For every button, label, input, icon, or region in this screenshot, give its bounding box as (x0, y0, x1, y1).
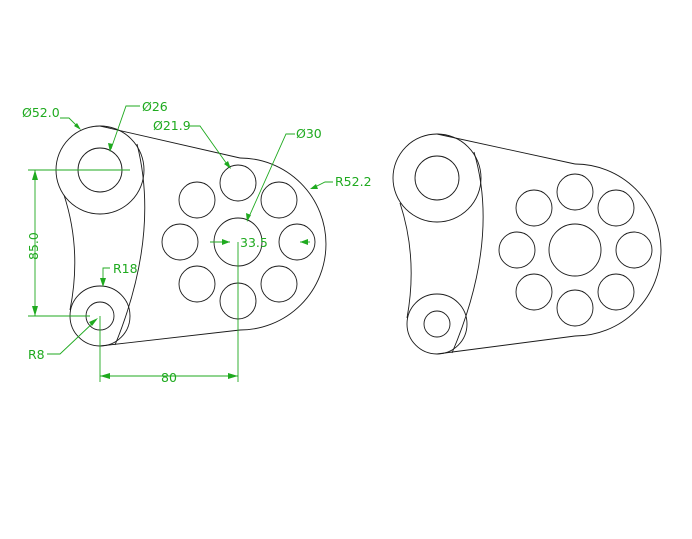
right-hole-top-left (515, 189, 553, 227)
dim-rad-8: R8 (28, 318, 98, 362)
dim-rad-8-text: R8 (28, 347, 45, 362)
dim-dia-52: Ø52.0 (22, 105, 81, 130)
dim-33-5: 33.5 (210, 235, 310, 250)
left-concave-edge (63, 194, 76, 311)
dim-rad-18: R18 (100, 261, 138, 287)
right-inner-concave-edge (451, 151, 484, 354)
top-edge (99, 125, 241, 159)
dim-33-5-text: 33.5 (240, 235, 268, 250)
right-hole-left (498, 231, 536, 269)
small-hole-top-right (260, 181, 298, 219)
dim-dia-26-text: Ø26 (142, 99, 168, 114)
dim-rad-52-2-text: R52.2 (335, 174, 372, 189)
right-hole-right (615, 231, 653, 269)
dim-rad-52-2: R52.2 (310, 174, 372, 189)
right-center-hole (548, 223, 602, 277)
right-top-boss-hole (414, 155, 460, 201)
right-left-concave-edge (399, 202, 412, 319)
small-hole-right (278, 223, 316, 261)
dim-dia-52-text: Ø52.0 (22, 105, 60, 120)
dim-rad-18-text: R18 (113, 261, 138, 276)
dim-vert-85: 85.0 (26, 169, 100, 317)
right-top-edge (436, 133, 576, 165)
dim-vert-85-text: 85.0 (26, 232, 41, 260)
dimension-layer: Ø52.0 Ø26 Ø21.9 Ø30 R52.2 (22, 99, 372, 385)
right-hole-top-right (597, 189, 635, 227)
right-top-boss-outer (392, 133, 482, 223)
small-hole-top-left (178, 181, 216, 219)
right-hole-bottom (556, 289, 594, 327)
right-hole-bottom-left (515, 273, 553, 311)
dim-dia-21-9-text: Ø21.9 (153, 118, 191, 133)
inner-concave-edge (114, 143, 146, 346)
dim-horiz-80: 80 (99, 242, 239, 385)
dim-dia-21-9: Ø21.9 (153, 118, 231, 169)
left-view-geometry (55, 125, 327, 347)
dim-horiz-80-text: 80 (161, 370, 177, 385)
dim-dia-30: Ø30 (246, 126, 322, 222)
right-hole-bottom-right (597, 273, 635, 311)
right-bottom-boss-hole (423, 310, 451, 338)
right-bottom-edge (436, 335, 576, 355)
small-hole-bottom-right (260, 265, 298, 303)
bottom-edge (99, 329, 241, 347)
small-hole-bottom-left (178, 265, 216, 303)
right-right-arc (574, 163, 662, 337)
small-hole-left (161, 223, 199, 261)
right-view-geometry (392, 133, 662, 355)
right-hole-top (556, 173, 594, 211)
right-bottom-boss-outer (406, 293, 468, 355)
right-arc (239, 157, 327, 331)
dim-dia-30-text: Ø30 (296, 126, 322, 141)
small-hole-top (219, 164, 257, 202)
